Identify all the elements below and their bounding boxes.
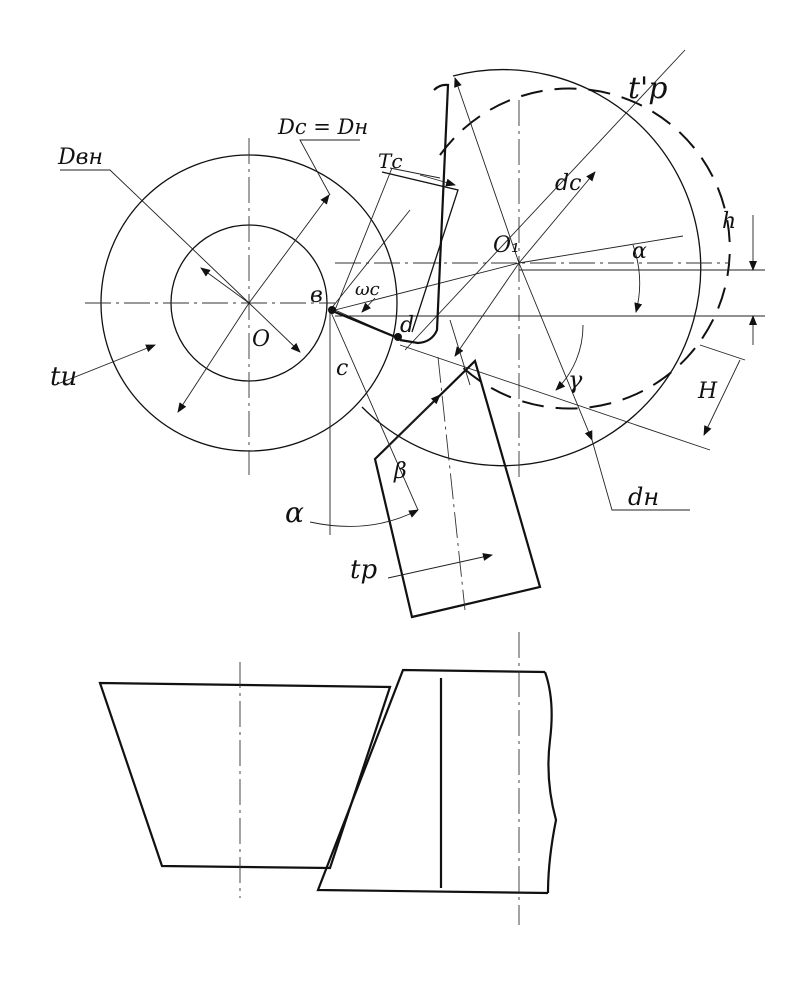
arrow-tu — [54, 344, 156, 386]
arc-gamma — [555, 324, 584, 391]
label-gamma: γ — [568, 366, 583, 394]
label-o1: O₁ — [493, 233, 520, 258]
cutting-zone — [309, 83, 542, 619]
label-tp: tр — [350, 555, 377, 585]
tool-centerline — [437, 356, 466, 611]
arc-alpha-left — [309, 509, 419, 527]
dim-h-cap — [703, 359, 741, 436]
label-tc: Tс — [378, 149, 403, 173]
pitch-circle-dashed — [439, 87, 731, 410]
label-beta: β — [393, 459, 407, 484]
label-dc-dn: Dс = Dн — [277, 115, 368, 139]
leader-dc-dn — [299, 139, 360, 196]
radius-inner-lower — [248, 302, 301, 353]
ray-alpha — [518, 235, 684, 264]
cutting-tool — [373, 358, 542, 619]
chip-back — [381, 171, 459, 333]
labels: Dвн Dс = Dн Tс t'р dс h O₁ α в ωс d O c … — [50, 71, 736, 585]
radius-dc-dn — [248, 194, 330, 304]
label-dc: dс — [555, 171, 581, 196]
label-c: c — [336, 356, 348, 381]
arc-beta — [384, 394, 441, 451]
axis-tp-prime — [404, 49, 686, 351]
chip-upper — [399, 83, 450, 345]
label-alpha-left: α — [285, 496, 304, 529]
label-b: в — [310, 283, 323, 308]
label-o: O — [252, 327, 270, 352]
label-d-bn: Dвн — [57, 145, 103, 170]
tool-face-line — [399, 344, 711, 451]
radius-dc — [518, 171, 596, 264]
label-tu: tи — [50, 362, 77, 392]
arrow-omega-c — [361, 297, 376, 313]
right-wheel — [334, 49, 765, 511]
upper-chip-guide — [329, 209, 411, 311]
dim-tc-arrow — [419, 174, 456, 187]
label-omega-c: ωс — [355, 279, 380, 300]
lower-view — [98, 632, 558, 925]
radius-upper — [454, 77, 520, 264]
trapezoid-left — [98, 681, 392, 870]
dim-tc-ext — [389, 167, 441, 179]
tool-flank-ref — [329, 309, 419, 511]
tool-edge-inner — [449, 319, 471, 386]
label-h-cap: H — [697, 379, 718, 404]
leader-dn — [591, 439, 690, 511]
label-d: d — [400, 313, 414, 338]
label-alpha-right: α — [632, 239, 647, 264]
point-d — [394, 333, 402, 341]
label-dn: dн — [628, 483, 659, 511]
point-b — [328, 306, 336, 314]
dim-h-cap-ext — [699, 344, 746, 361]
radius-lower-left — [454, 262, 520, 357]
label-tp-prime: t'р — [628, 71, 668, 106]
left-wheel — [54, 138, 398, 475]
leader-d-bn — [60, 169, 250, 304]
radius-dn — [518, 262, 593, 441]
edge-b-d — [329, 308, 399, 340]
break-line — [543, 671, 558, 894]
radius-inner-upper — [200, 267, 250, 304]
arc-alpha-right — [632, 244, 643, 313]
radius-outer-lower — [177, 302, 250, 413]
label-h: h — [722, 209, 736, 234]
workpiece-right — [316, 668, 549, 895]
outer-arc-right — [361, 69, 702, 467]
dim-tp — [387, 553, 493, 579]
